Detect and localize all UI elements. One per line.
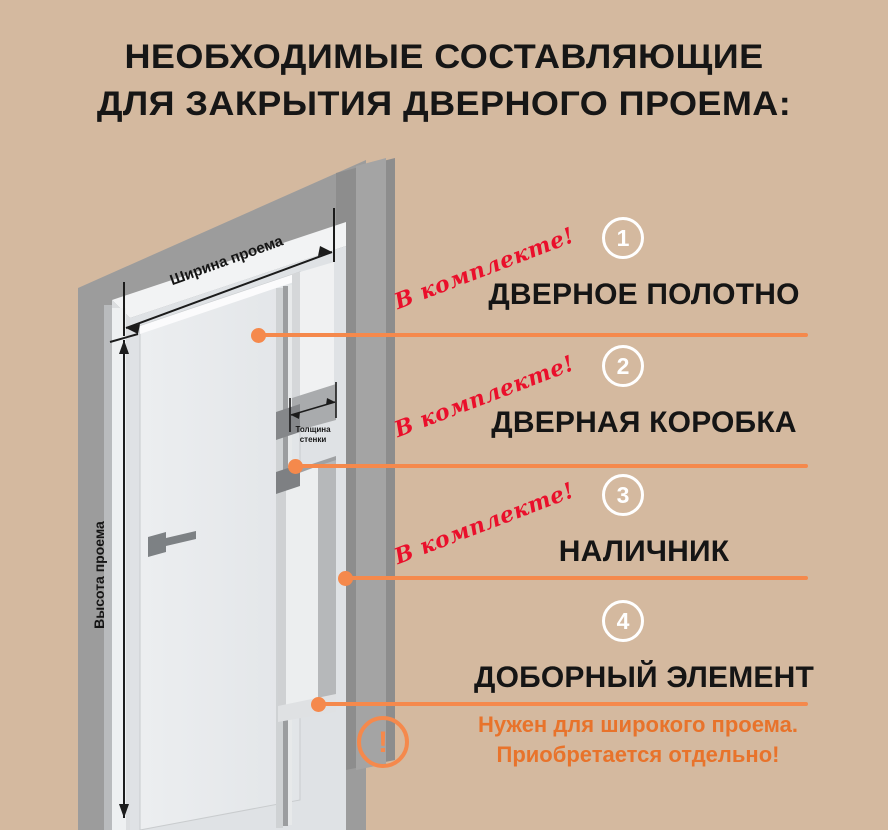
item-label-1: ДВЕРНОЕ ПОЛОТНО (488, 278, 800, 311)
label-wall-thickness-2: стенки (300, 435, 327, 444)
door-handle-lever (166, 531, 196, 546)
dimension-height: Высота проема (91, 333, 139, 818)
components-list: 1 ДВЕРНОЕ ПОЛОТНО В комплекте! 2 ДВЕРНАЯ… (391, 205, 888, 725)
item-label-3: НАЛИЧНИК (558, 535, 730, 568)
casing-lower-edge (278, 478, 286, 716)
lintel-top (112, 222, 346, 318)
item-number-2: 2 (602, 345, 644, 387)
item-number-1: 1 (602, 217, 644, 259)
door-handle-plate (148, 532, 166, 557)
connector-line-3 (345, 576, 808, 580)
item-number-3: 3 (602, 474, 644, 516)
dimension-wall-thickness: Толщина стенки (289, 382, 337, 444)
title-line-2: ДЛЯ ЗАКРЫТИЯ ДВЕРНОГО ПРОЕМА: (96, 85, 792, 123)
connector-line-2 (295, 464, 808, 468)
casing-lower-side (318, 460, 336, 706)
left-outer-strip (88, 300, 104, 830)
item-number-4: 4 (602, 600, 644, 642)
item-label-4: ДОБОРНЫЙ ЭЛЕМЕНТ (474, 661, 814, 694)
exclamation-glyph: ! (378, 726, 388, 759)
footnote-text: Нужен для широкого проема. Приобретается… (403, 710, 873, 770)
left-casing-white (112, 308, 126, 830)
casing-lower-white (286, 466, 318, 716)
label-wall-thickness-1: Толщина (295, 425, 331, 434)
item-label-2: ДВЕРНАЯ КОРОБКА (491, 406, 797, 439)
extension-mid-notch (276, 404, 300, 440)
connector-dot-2 (288, 459, 303, 474)
footnote-block: ! Нужен для широкого проема. Приобретает… (355, 704, 888, 790)
exclamation-icon: ! (357, 716, 409, 768)
footnote-line-2: Приобретается отдельно! (496, 742, 780, 767)
casing-top-edge (292, 272, 300, 414)
casing-top-white (300, 262, 334, 412)
connector-line-1 (258, 333, 808, 337)
connector-dot-4 (311, 697, 326, 712)
left-casing-strip (104, 305, 112, 830)
label-opening-height: Высота проема (91, 521, 107, 629)
page-title: НЕОБХОДИМЫЕ СОСТАВЛЯЮЩИЕ ДЛЯ ЗАКРЫТИЯ ДВ… (0, 34, 888, 128)
connector-dot-3 (338, 571, 353, 586)
footnote-line-1: Нужен для широкого проема. (478, 712, 798, 737)
connector-line-4 (318, 702, 808, 706)
door-leaf-top-edge (140, 272, 300, 334)
connector-dot-1 (251, 328, 266, 343)
title-line-1: НЕОБХОДИМЫЕ СОСТАВЛЯЮЩИЕ (124, 38, 764, 76)
